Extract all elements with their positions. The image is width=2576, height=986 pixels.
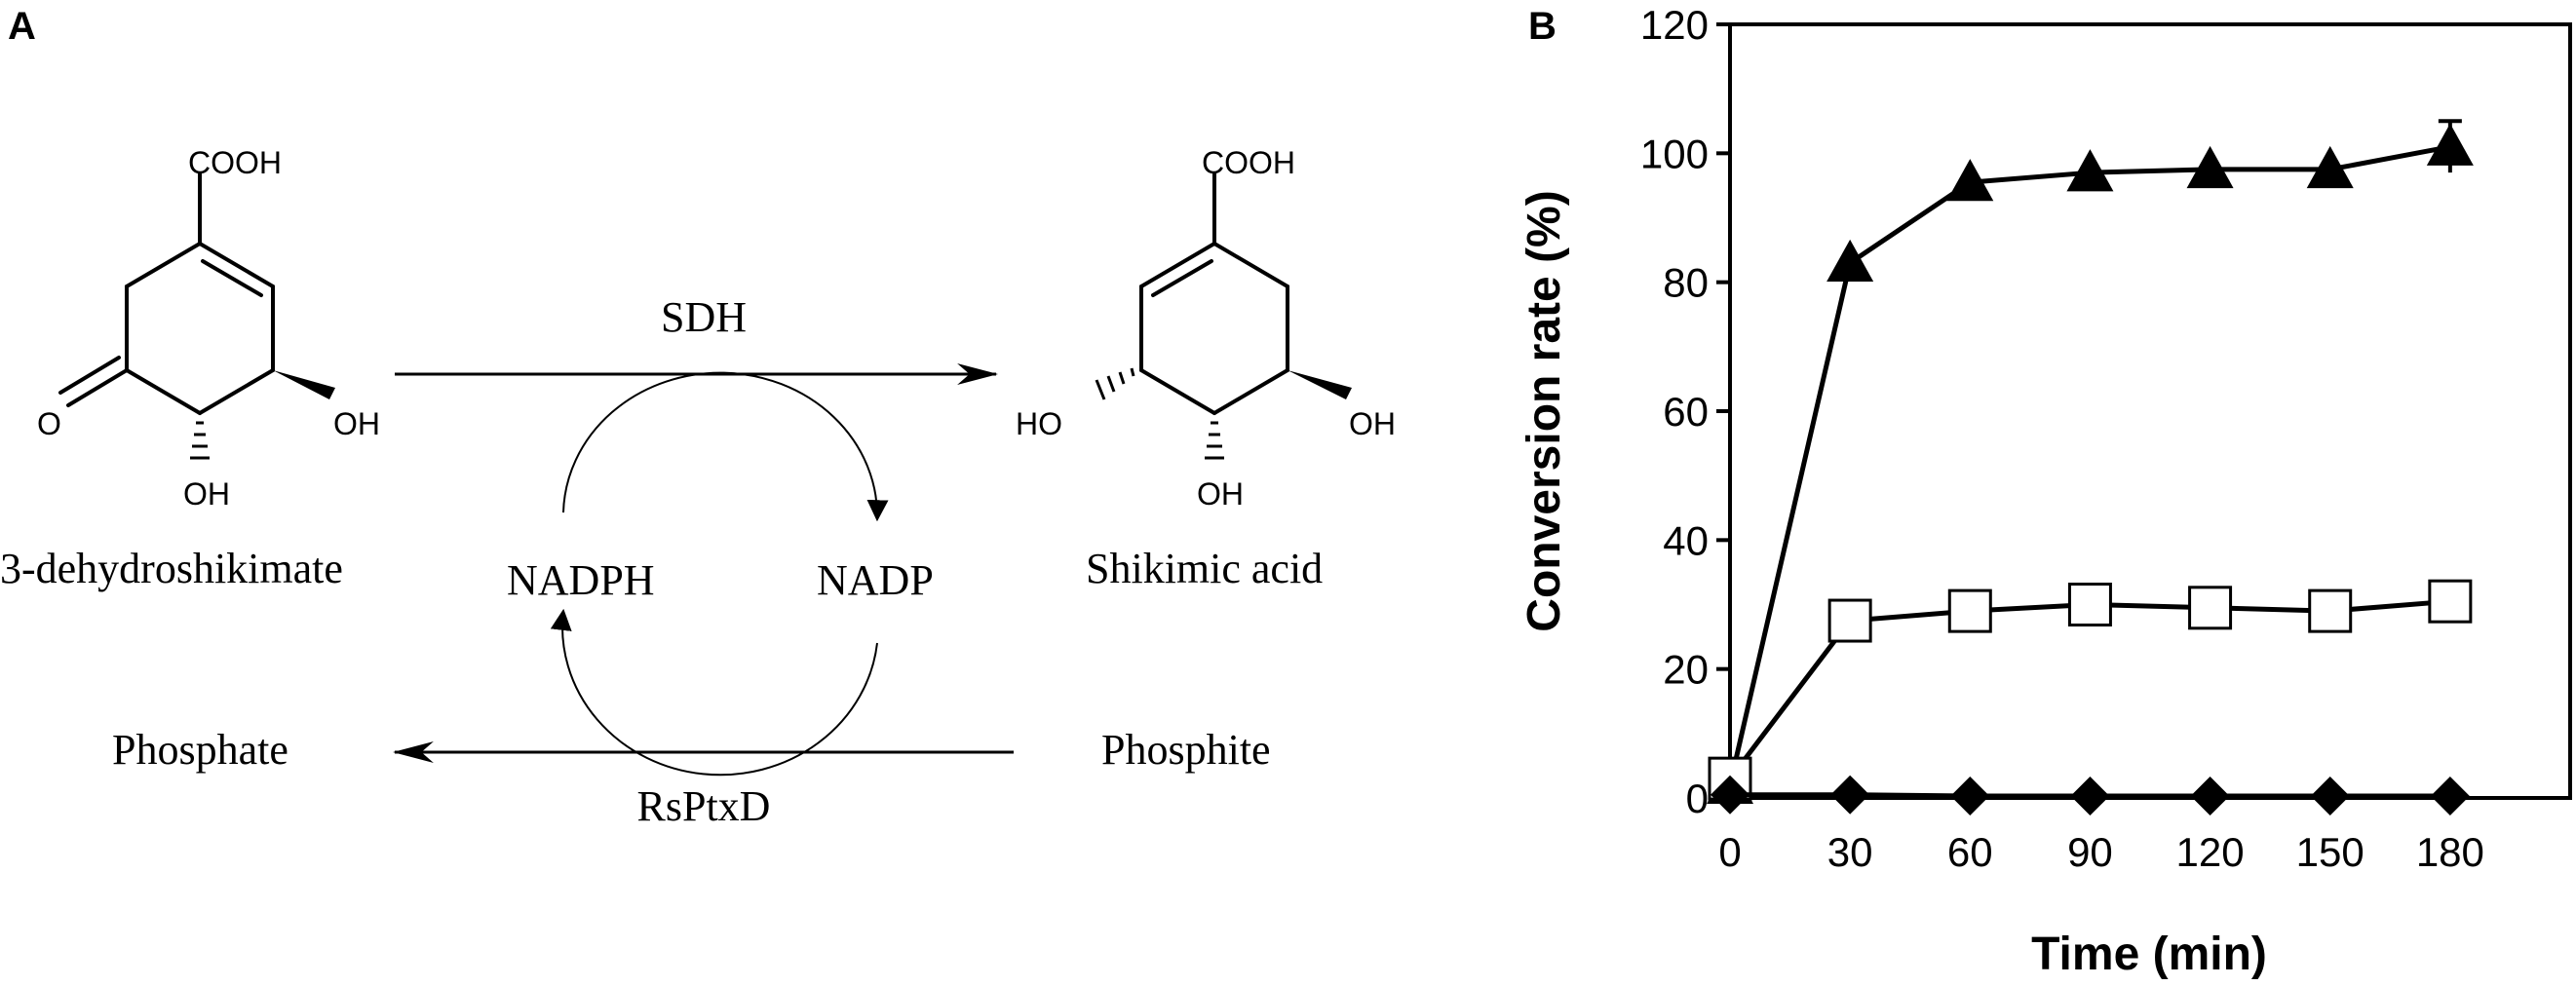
y-tick-label: 120 xyxy=(1640,2,1709,48)
cofactor-cycle-top-arc xyxy=(562,371,889,522)
substrate-oxo-label: O xyxy=(37,406,61,441)
y-axis: 0 20 40 60 80 100 120 xyxy=(1640,2,1730,821)
y-tick-label: 0 xyxy=(1686,776,1709,821)
square-point xyxy=(2308,588,2353,633)
diamond-point xyxy=(2070,777,2110,816)
product-ring xyxy=(1095,171,1352,460)
triangle-point xyxy=(2066,149,2114,192)
x-tick-label: 60 xyxy=(1947,829,1993,875)
product-wedge-bond xyxy=(1288,370,1352,399)
sdh-enzyme-label: SDH xyxy=(661,293,747,341)
phosphate-label: Phosphate xyxy=(112,726,288,774)
y-tick-label: 20 xyxy=(1663,647,1709,693)
square-point xyxy=(2188,586,2233,630)
square-point xyxy=(2067,583,2112,626)
product-cooh-label: COOH xyxy=(1202,145,1295,180)
triangle-point xyxy=(1946,159,1994,202)
y-tick-label: 100 xyxy=(1640,131,1709,176)
x-tick-label: 120 xyxy=(2176,829,2245,875)
cofactor-cycle-bottom-arc xyxy=(550,608,878,777)
substrate-structure: COOH O OH OH 3-dehydroshikimate xyxy=(0,145,380,592)
x-tick-label: 150 xyxy=(2296,829,2365,875)
triangle-point xyxy=(2186,145,2234,189)
x-tick-label: 90 xyxy=(2067,829,2113,875)
phosphite-label: Phosphite xyxy=(1101,726,1271,774)
series-line-filled-triangle xyxy=(1727,144,2451,786)
substrate-name: 3-dehydroshikimate xyxy=(0,545,343,592)
x-tick-label: 30 xyxy=(1827,829,1873,875)
diamond-point xyxy=(1830,775,1870,815)
rsptxd-enzyme-label: RsPtxD xyxy=(637,782,771,830)
substrate-hash-bond xyxy=(190,421,210,460)
triangle-point xyxy=(2426,123,2474,166)
product-ho-label: HO xyxy=(1016,406,1062,441)
conversion-chart: 0 20 40 60 80 100 120 0 30 60 90 120 150 180 Time (m… xyxy=(1519,2,2572,980)
diamond-point xyxy=(2430,777,2470,816)
y-tick-label: 40 xyxy=(1663,517,1709,563)
substrate-wedge-bond xyxy=(273,370,335,399)
substrate-ring xyxy=(58,171,335,460)
x-tick-label: 180 xyxy=(2416,829,2484,875)
substrate-oh-right-label: OH xyxy=(333,406,380,441)
panel-b-label: B xyxy=(1528,5,1557,48)
product-oh-bottom-label: OH xyxy=(1197,476,1244,512)
panel-b: B 0 20 40 60 80 100 120 0 30 60 90 120 150 180 Time … xyxy=(1519,2,2572,980)
panel-a: A COOH xyxy=(0,5,1396,830)
square-point xyxy=(2428,579,2473,624)
cofactor-nadp-label: NADP xyxy=(817,556,934,604)
square-point xyxy=(1827,598,1872,643)
y-axis-label: Conversion rate (%) xyxy=(1519,190,1570,631)
product-structure: COOH HO OH OH Shikimic acid xyxy=(1016,145,1396,592)
panel-a-label: A xyxy=(8,5,36,48)
diamond-point xyxy=(1711,775,1749,815)
y-tick-label: 60 xyxy=(1663,389,1709,435)
x-axis-label: Time (min) xyxy=(2031,929,2267,980)
diamond-point xyxy=(1950,777,1990,816)
diamond-point xyxy=(2310,777,2350,816)
product-hash-bond-left xyxy=(1095,367,1135,400)
triangle-point xyxy=(2306,145,2354,189)
product-name: Shikimic acid xyxy=(1086,545,1323,592)
x-axis: 0 30 60 90 120 150 180 xyxy=(1718,798,2484,875)
product-hash-bond-bottom xyxy=(1205,421,1224,460)
substrate-cooh-label: COOH xyxy=(188,145,282,180)
diamond-point xyxy=(2190,777,2230,816)
triangle-point xyxy=(1826,239,1874,283)
x-tick-label: 0 xyxy=(1718,829,1741,875)
cofactor-nadph-label: NADPH xyxy=(507,556,655,604)
series-layer xyxy=(1707,119,2474,816)
product-oh-right-label: OH xyxy=(1349,406,1396,441)
y-tick-label: 80 xyxy=(1663,260,1709,306)
substrate-oh-bottom-label: OH xyxy=(183,476,230,512)
square-point xyxy=(1947,588,1992,633)
